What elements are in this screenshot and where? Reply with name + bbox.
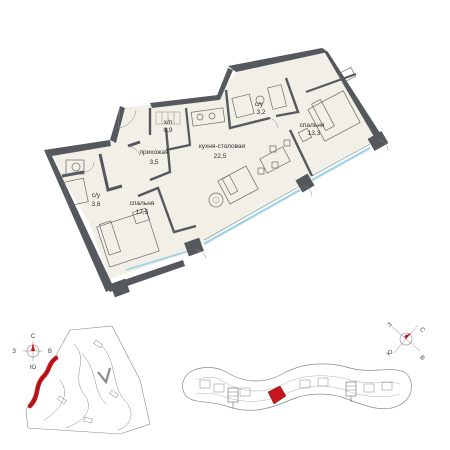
selected-apartment-highlight: [267, 385, 287, 405]
compass-west: З: [387, 322, 394, 329]
floor-key-plan: [182, 363, 412, 411]
room-name: спальня: [300, 122, 325, 129]
room-name: прихожая: [140, 149, 169, 156]
room-area: 17,5: [136, 209, 149, 216]
furniture: [63, 66, 361, 268]
compass-right: С З В Ю: [386, 322, 426, 362]
windows: [125, 143, 371, 271]
building-marker-icon: [97, 367, 112, 385]
core-stair-left-icon: [227, 387, 239, 408]
compass-north: С: [31, 334, 36, 340]
room-area: 3,5: [149, 159, 158, 166]
room-area: 22,5: [214, 153, 227, 160]
compass-south: Ю: [30, 365, 36, 371]
room-name: с/у: [92, 192, 101, 199]
room-label-bathroom-1: с/у 3,6: [91, 192, 100, 208]
north-arrow-icon: [404, 333, 411, 339]
columns: [110, 130, 389, 298]
site-plan: [25, 325, 151, 435]
room-label-bathroom-2: с/у 3,2: [255, 101, 266, 116]
room-label-kitchen-dining: кухня-столовая 22,5: [199, 143, 246, 160]
apartment-plan: х/п 0,9 с/у 3,2 спальня 13,3 прихожая 3,…: [44, 48, 389, 298]
room-name: спальня: [130, 200, 155, 207]
compass-west: З: [12, 349, 16, 355]
compass-left: С З В Ю: [12, 334, 52, 371]
north-arrow-icon: [31, 343, 35, 351]
compass-north: С: [418, 327, 426, 335]
compass-south: Ю: [386, 349, 395, 358]
core-stair-right-icon: [345, 381, 357, 402]
compass-ring: [399, 332, 413, 346]
room-name: кухня-столовая: [199, 143, 246, 150]
room-label-bedroom-2: спальня 13,3: [300, 122, 325, 137]
compass-east: В: [418, 355, 425, 362]
room-area: 0,9: [163, 127, 172, 134]
room-name: с/у: [255, 101, 264, 108]
room-label-storage: х/п 0,9: [163, 119, 172, 134]
room-area: 13,3: [308, 130, 321, 137]
room-area: 3,2: [256, 109, 265, 116]
compass-east: В: [48, 349, 52, 355]
room-name: х/п: [164, 119, 173, 126]
room-label-bedroom-1: спальня 17,5: [130, 200, 155, 216]
room-label-hallway: прихожая 3,5: [140, 149, 169, 166]
interior-walls: [61, 73, 357, 234]
doors: [83, 107, 389, 259]
room-area: 3,6: [91, 201, 100, 208]
